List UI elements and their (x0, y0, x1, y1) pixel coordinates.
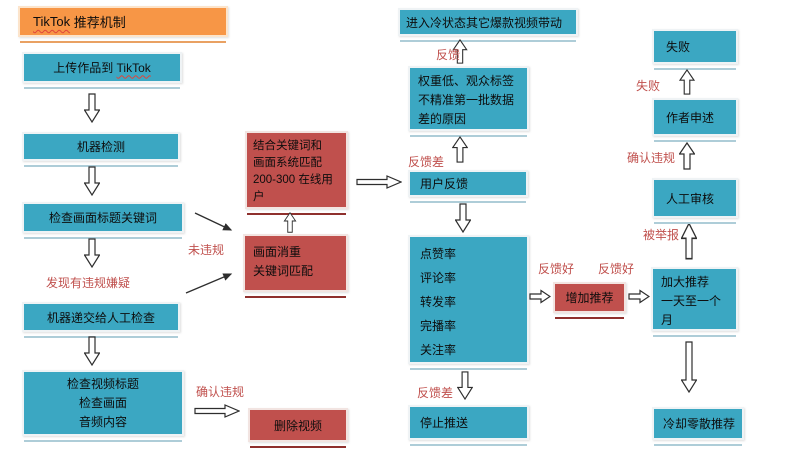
fail-box: 失败 (652, 29, 738, 70)
dedup-box: 画面消重 关键词匹配 (243, 234, 348, 298)
long-down-arrow-icon (681, 341, 697, 393)
cooldown-box: 冷却零散推荐 (652, 407, 744, 446)
upload-box: 上传作品到 TikTok (22, 52, 182, 89)
not-violate-label: 未违规 (188, 243, 225, 257)
box-line: 月 (661, 313, 674, 327)
up-arrow-icon (681, 222, 697, 260)
title-text-en: TikTok (33, 14, 71, 29)
upload-text-en: TikTok (116, 60, 151, 75)
down-arrow-icon (84, 238, 100, 268)
manual-review-box: 人工审核 (652, 178, 738, 224)
box-line: 画面系统匹配 (253, 157, 322, 169)
keyword-check-text: 检查画面标题关键词 (48, 211, 157, 225)
feedback-good-1-label: 反馈好 (538, 262, 575, 276)
match-box: 结合关键词和 画面系统匹配 200-300 在线用 户 (245, 131, 348, 215)
fail-text: 失败 (666, 40, 691, 54)
down-arrow-icon (84, 336, 100, 366)
box-line: 检查视频标题 (66, 376, 139, 391)
box-line: 权重低、观众标签 (418, 74, 515, 88)
weight-low-box: 权重低、观众标签 不精准第一批数据 差的原因 (408, 66, 529, 137)
increase-text: 增加推荐 (565, 291, 614, 305)
machine-check-box: 机器检测 (22, 132, 180, 167)
rates-box: 点赞率 评论率 转发率 完播率 关注率 (408, 235, 529, 370)
keyword-check-box: 检查画面标题关键词 (22, 202, 184, 239)
down-arrow-icon (84, 166, 100, 196)
box-line: 关键词匹配 (253, 264, 314, 278)
user-feedback-text: 用户反馈 (420, 177, 469, 191)
machine-check-text: 机器检测 (76, 140, 125, 154)
suspect-label: 发现有违规嫌疑 (46, 276, 131, 290)
down-arrow-icon (84, 93, 100, 123)
feedback-good-2-label: 反馈好 (598, 262, 635, 276)
box-line: 点赞率 (420, 247, 457, 261)
video-check-box: 检查视频标题 检查画面 音频内容 (22, 370, 184, 442)
box-line: 加大推荐 (661, 275, 710, 289)
stop-push-text: 停止推送 (420, 416, 469, 430)
delete-video-box: 删除视频 (248, 408, 348, 448)
box-line: 关注率 (420, 343, 457, 357)
box-line: 评论率 (420, 271, 457, 285)
boost-box: 加大推荐 一天至一个 月 (651, 267, 738, 337)
cold-state-box: 进入冷状态其它爆款视频带动 (398, 8, 578, 42)
box-line: 差的原因 (418, 112, 467, 126)
up-arrow-icon (679, 69, 695, 95)
feedback-label: 反馈 (436, 48, 461, 62)
cold-state-text: 进入冷状态其它爆款视频带动 (406, 15, 563, 30)
manual-submit-box: 机器递交给人工检查 (22, 302, 180, 338)
manual-review-text: 人工审核 (666, 191, 715, 206)
box-line: 不精准第一批数据 (418, 93, 515, 107)
appeal-text: 作者申述 (666, 110, 715, 125)
cooldown-text: 冷却零散推荐 (663, 417, 736, 431)
feedback-bad-bottom-label: 反馈差 (417, 386, 454, 400)
box-line: 户 (253, 191, 265, 203)
up-arrow-icon (452, 136, 468, 163)
down-arrow-icon (457, 371, 473, 400)
confirm-violate-right-label: 确认违规 (627, 151, 676, 165)
box-line: 一天至一个 (661, 294, 722, 308)
box-line: 结合关键词和 (253, 140, 322, 152)
box-line: 转发率 (420, 295, 457, 309)
down-arrow-icon (455, 202, 471, 234)
appeal-box: 作者申述 (652, 98, 738, 142)
box-line: 音频内容 (78, 414, 127, 429)
right-arrow-icon (194, 404, 240, 418)
upload-text: 上传作品到 (53, 61, 117, 75)
right-arrow-icon (356, 175, 402, 189)
box-line: 200-300 在线用 (253, 174, 333, 186)
title-text-zh: 推荐机制 (70, 15, 126, 30)
right-arrow-icon (628, 289, 650, 304)
delete-video-text: 删除视频 (273, 418, 322, 433)
manual-submit-text: 机器递交给人工检查 (46, 310, 155, 325)
diagonal-arrows-icon (183, 205, 245, 300)
up-arrow-icon (679, 141, 695, 171)
up-arrow-icon (282, 212, 298, 233)
reported-label: 被举报 (643, 228, 680, 242)
user-feedback-box: 用户反馈 (408, 170, 528, 203)
up-arrow-icon (452, 39, 468, 64)
increase-box: 增加推荐 (553, 282, 626, 319)
title-box: TikTok 推荐机制 (18, 6, 228, 43)
box-line: 完播率 (420, 319, 457, 333)
right-arrow-icon (529, 289, 551, 304)
box-line: 画面消重 (253, 245, 302, 259)
confirm-violate-label: 确认违规 (196, 385, 245, 399)
feedback-bad-mid-label: 反馈差 (408, 155, 445, 169)
box-line: 检查画面 (78, 395, 127, 410)
fail-label: 失败 (636, 79, 661, 93)
stop-push-box: 停止推送 (408, 405, 529, 446)
